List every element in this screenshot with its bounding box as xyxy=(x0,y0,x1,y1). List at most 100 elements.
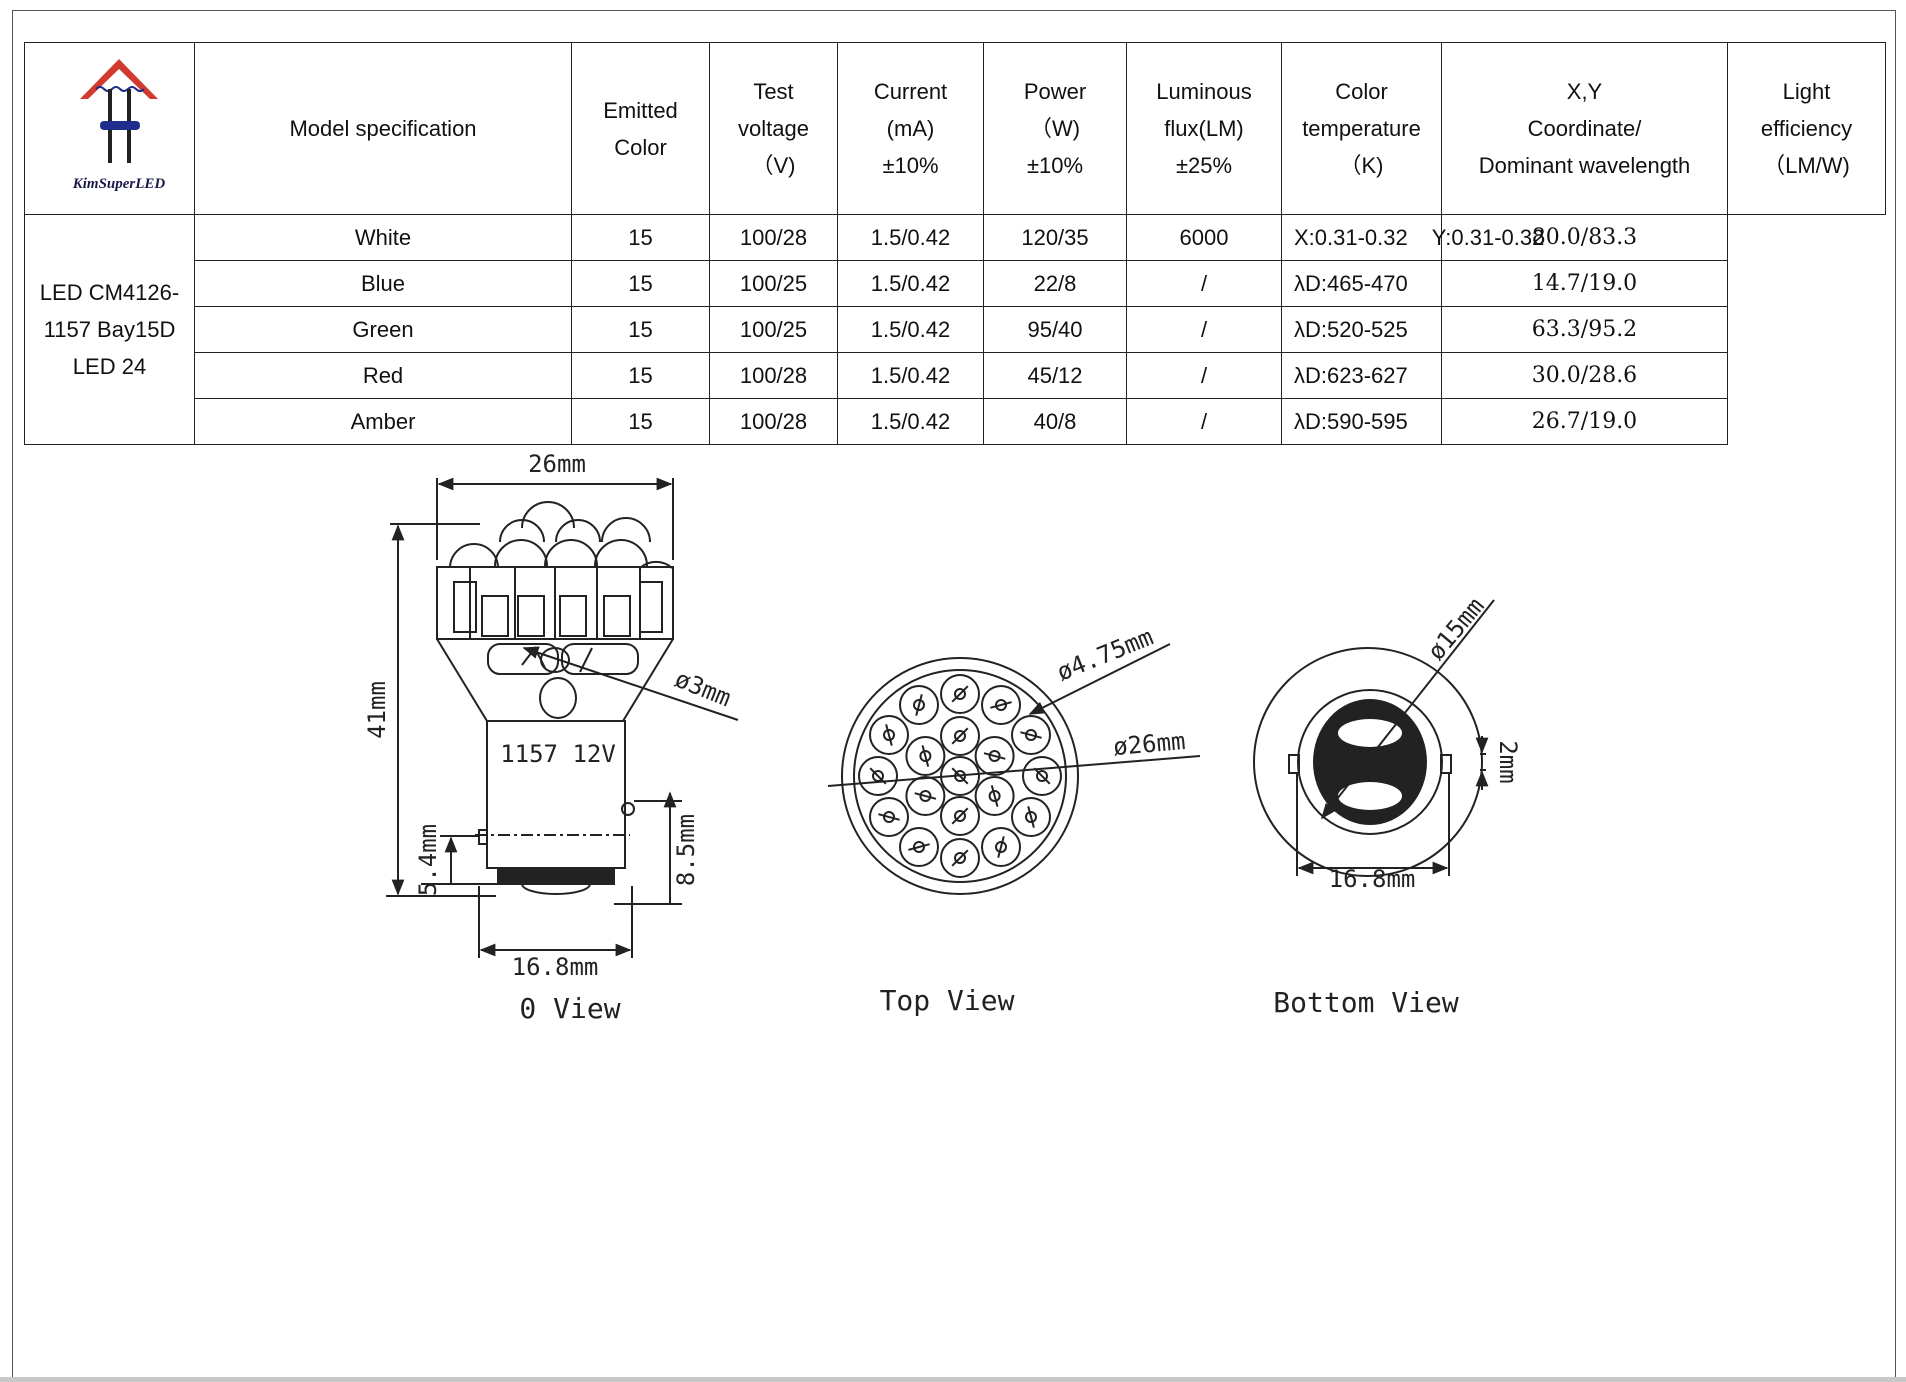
top-view-led-chip xyxy=(954,852,966,864)
cell-power: 1.5/0.42 xyxy=(837,398,984,445)
cell-voltage: 15 xyxy=(571,260,710,307)
model-cell: LED CM4126-1157 Bay15D LED 24 xyxy=(24,214,195,445)
dim-base-16-8mm: 16.8mm xyxy=(512,953,599,981)
top-view-led-lead xyxy=(1020,731,1042,739)
cell-efficiency: 26.7/19.0 xyxy=(1441,398,1728,445)
dim-pin-2mm: 2mm xyxy=(1494,740,1522,783)
top-view-led xyxy=(869,715,909,755)
top-view-led-chip xyxy=(988,790,1001,802)
cell-current: 100/28 xyxy=(709,352,838,399)
cell-temperature: / xyxy=(1126,260,1282,307)
top-view-led-lead xyxy=(1033,767,1051,785)
kimsuperled-logo: KimSuperLED xyxy=(71,59,165,192)
cell-power: 1.5/0.42 xyxy=(837,352,984,399)
top-view-led-lead xyxy=(885,724,893,746)
cell-flux: 95/40 xyxy=(983,306,1127,353)
logo-brand-text: KimSuperLED xyxy=(71,176,165,192)
table-row: Green 15 100/25 1.5/0.42 95/40 / λD:520-… xyxy=(25,306,1886,353)
top-view-led-chip xyxy=(919,750,932,762)
table-row: LED CM4126-1157 Bay15D LED 24 White 15 1… xyxy=(24,214,1886,445)
top-view-led xyxy=(1011,715,1051,755)
top-view-led-lead xyxy=(951,685,969,703)
top-view-led-chip xyxy=(995,699,1007,711)
top-view-led-lead xyxy=(990,701,1012,709)
top-view-led xyxy=(858,756,898,796)
top-view-led xyxy=(981,685,1021,725)
cell-efficiency: 14.7/19.0 xyxy=(1441,260,1728,307)
top-view-led-lead xyxy=(878,813,900,821)
dim-led-3mm: ø3mm xyxy=(671,665,735,713)
cell-power: 1.5/0.42 xyxy=(837,214,984,261)
top-view-led xyxy=(940,838,980,878)
dim-pin-8-5mm: 8.5mm xyxy=(672,814,700,886)
cell-current: 100/28 xyxy=(709,214,838,261)
top-view-led-chip xyxy=(995,841,1007,853)
top-view-led-chip xyxy=(954,810,966,822)
dim-pin-5-4mm: 5.4mm xyxy=(414,824,442,896)
top-view-led xyxy=(899,827,939,867)
cell-color: Amber xyxy=(194,398,572,445)
top-view-led-lead xyxy=(921,745,930,767)
bottom-view-caption: Bottom View xyxy=(1273,986,1459,1019)
top-view-led xyxy=(905,736,946,776)
cell-power: 1.5/0.42 xyxy=(837,260,984,307)
cell-xy: λD:590-595 xyxy=(1281,398,1442,445)
top-view-led-chip xyxy=(954,688,966,700)
cell-current: 100/28 xyxy=(709,398,838,445)
top-view-led-lead xyxy=(951,727,969,745)
cell-color: Red xyxy=(194,352,572,399)
top-view-led xyxy=(940,796,980,836)
top-view-led xyxy=(940,674,980,714)
top-view-led-chip xyxy=(1025,811,1037,823)
top-view-led xyxy=(869,797,909,837)
cell-voltage: 15 xyxy=(571,306,710,353)
header-power: Power（W)±10% xyxy=(983,42,1127,215)
top-view-led-chip xyxy=(954,730,966,742)
header-current: Current(mA)±10% xyxy=(837,42,984,215)
cell-current: 100/25 xyxy=(709,260,838,307)
top-view-led-chip xyxy=(913,699,925,711)
cell-temperature: / xyxy=(1126,398,1282,445)
dim-width-26mm: 26mm xyxy=(528,450,586,478)
cell-color: Green xyxy=(194,306,572,353)
top-view-led-chip xyxy=(919,790,932,802)
top-view-led xyxy=(981,827,1021,867)
cell-efficiency: 63.3/95.2 xyxy=(1441,306,1728,353)
side-view-caption: 0 View xyxy=(519,992,620,1025)
top-view-led-lead xyxy=(951,849,969,867)
cell-voltage: 15 xyxy=(571,398,710,445)
header-model: Model specification xyxy=(194,42,572,215)
bottom-view-drawing xyxy=(1253,599,1495,877)
top-view-led-chip xyxy=(1036,770,1048,782)
top-view-led-chip xyxy=(1025,729,1037,741)
top-view-caption: Top View xyxy=(880,984,1015,1017)
top-view-led-chip xyxy=(988,750,1001,762)
top-view-led-lead xyxy=(915,694,923,716)
top-view-led-chip xyxy=(883,729,895,741)
top-view-drawing xyxy=(827,643,1201,895)
cell-xy: λD:623-627 xyxy=(1281,352,1442,399)
top-view-led-chip xyxy=(913,841,925,853)
table-row: Blue 15 100/25 1.5/0.42 22/8 / λD:465-47… xyxy=(25,260,1886,307)
dim-base-16-8mm-bottom: 16.8mm xyxy=(1329,865,1416,893)
top-view-led-lead xyxy=(983,752,1006,760)
cell-temperature: / xyxy=(1126,352,1282,399)
table-row: Red 15 100/28 1.5/0.42 45/12 / λD:623-62… xyxy=(25,352,1886,399)
cell-xy: λD:465-470 xyxy=(1281,260,1442,307)
top-view-led xyxy=(974,776,1015,816)
top-view-led xyxy=(899,685,939,725)
top-view-led xyxy=(1011,797,1051,837)
top-view-led xyxy=(940,716,980,756)
cell-temperature: / xyxy=(1126,306,1282,353)
cell-color: White xyxy=(194,214,572,261)
top-view-led-lead xyxy=(990,785,999,807)
cell-color: Blue xyxy=(194,260,572,307)
dim-height-41mm: 41mm xyxy=(363,681,391,739)
top-view-led-lead xyxy=(951,807,969,825)
